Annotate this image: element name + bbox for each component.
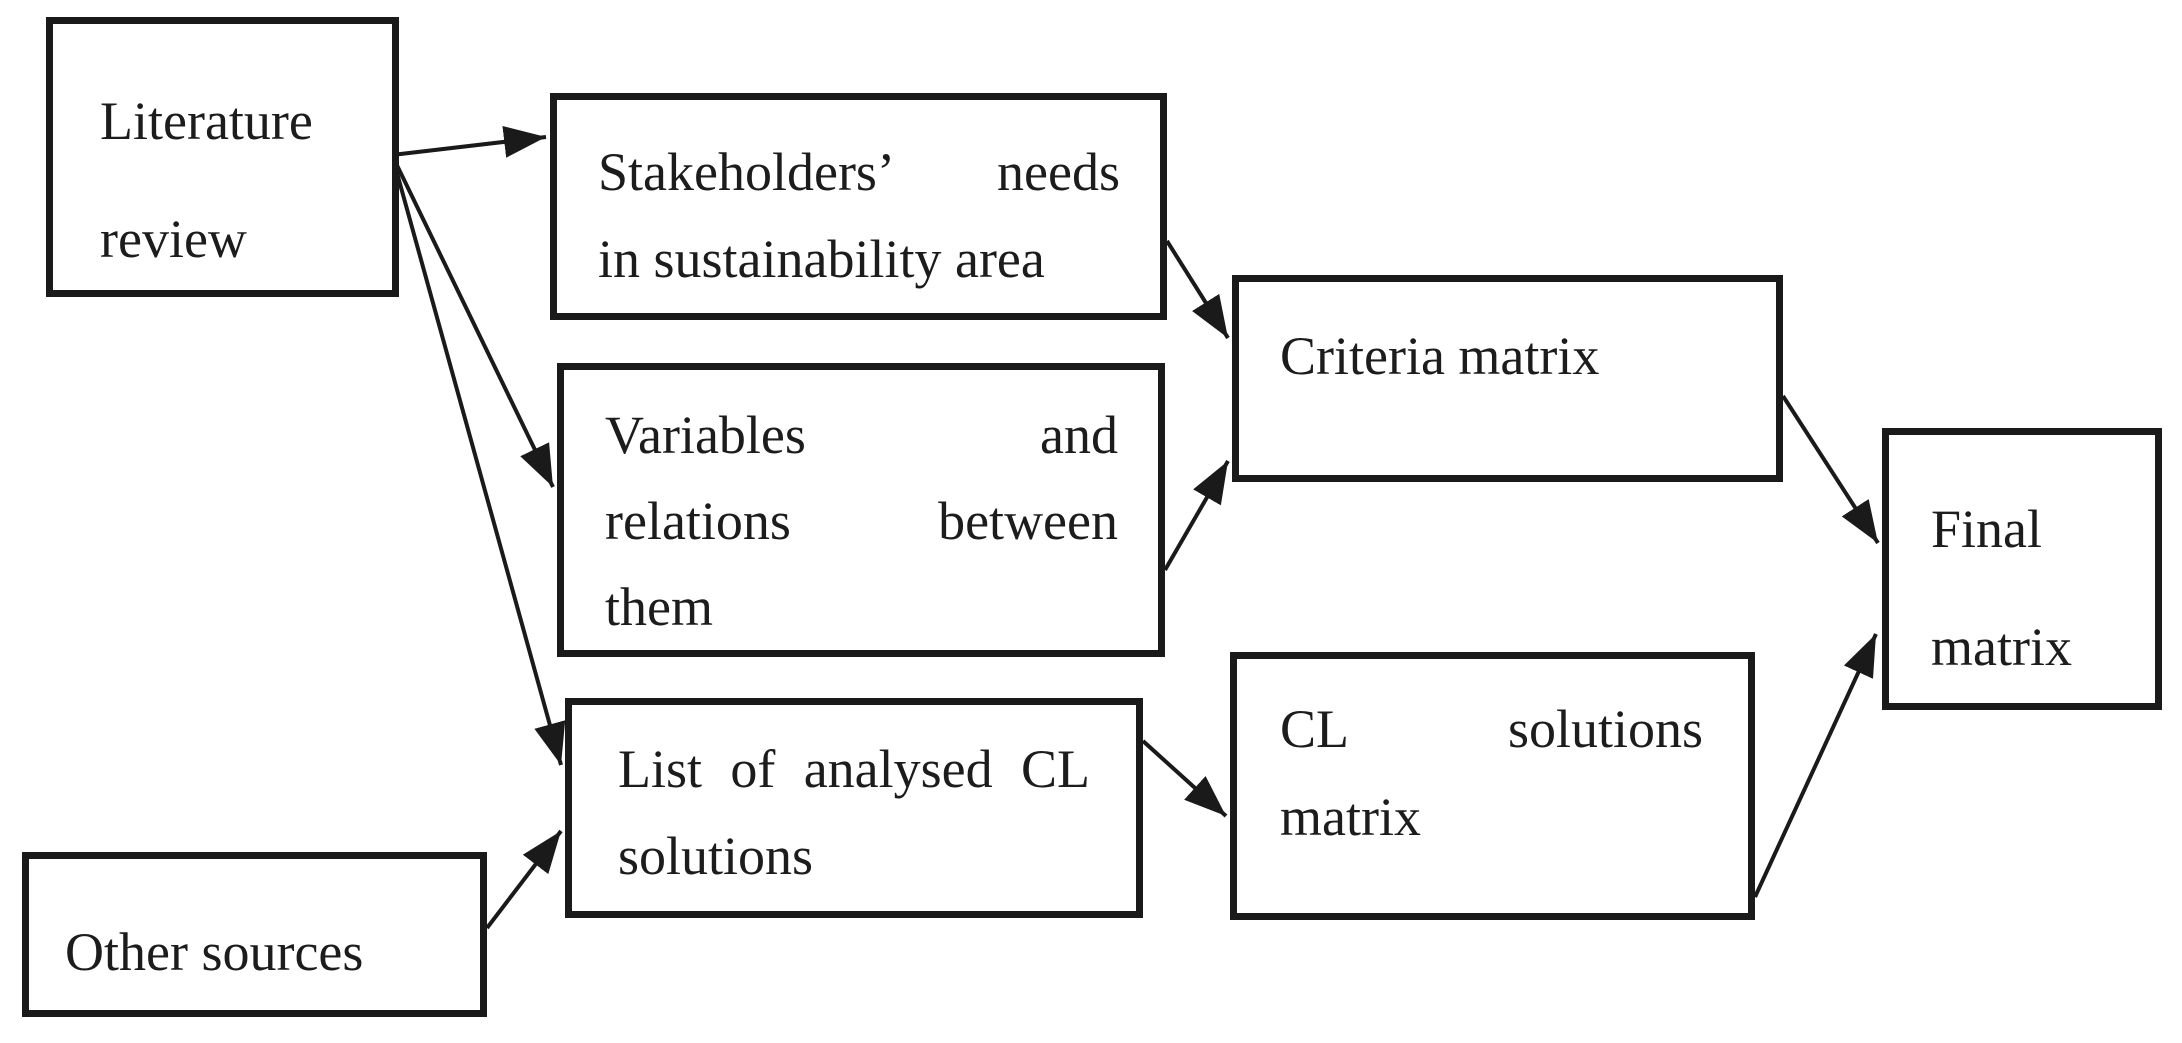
label-word: in sustainability area [598, 229, 1045, 289]
arrow-literature-to-list [390, 154, 566, 766]
node-label-line: solutions [618, 813, 1090, 900]
node-stakeholders-needs: Stakeholders’ needs in sustainability area [550, 93, 1167, 320]
arrow-list-to-cl-matrix [1141, 739, 1228, 818]
node-label-line: matrix [1280, 773, 1703, 861]
node-label-line: Criteria matrix [1280, 313, 1746, 400]
label-word: Criteria matrix [1280, 326, 1600, 386]
label-word: Final [1931, 499, 2043, 559]
node-label-line: in sustainability area [598, 216, 1120, 303]
node-criteria-matrix: Criteria matrix [1232, 275, 1783, 482]
label-word: Variables [605, 405, 806, 465]
label-word: relations [605, 491, 791, 551]
label-word: them [605, 577, 713, 637]
node-final-matrix: Final matrix [1882, 428, 2162, 710]
label-word: CL [1280, 699, 1350, 759]
node-label-line: matrix [1931, 588, 2135, 706]
label-word: solutions [1507, 699, 1703, 759]
node-label-line: Literature [100, 62, 362, 180]
label-word: Other sources [65, 922, 364, 982]
label-word: of [730, 739, 776, 799]
label-word: Stakeholders’ [598, 142, 895, 202]
label-word: matrix [1931, 617, 2072, 677]
node-cl-solutions-matrix: CL solutions matrix [1230, 652, 1755, 920]
node-label-line: them [605, 564, 1118, 650]
node-label-line: relations between [605, 478, 1118, 564]
node-label-line: CL solutions [1280, 685, 1703, 773]
node-label-line: Variables and [605, 392, 1118, 478]
node-label-line: Stakeholders’ needs [598, 129, 1120, 216]
arrow-criteria-to-final [1781, 394, 1880, 545]
node-label-line: review [100, 180, 362, 298]
node-other-sources: Other sources [22, 852, 487, 1017]
label-word: needs [997, 142, 1120, 202]
node-label-line: Final [1931, 470, 2135, 588]
label-word: between [938, 491, 1118, 551]
node-variables-relations: Variables and relations between them [557, 363, 1165, 657]
arrow-literature-to-variables [390, 154, 555, 488]
arrow-cl-matrix-to-final [1753, 633, 1878, 898]
node-label-line: Other sources [65, 909, 460, 996]
node-literature-review: Literature review [46, 17, 399, 297]
arrow-variables-to-criteria [1163, 459, 1230, 572]
label-word: analysed [803, 739, 993, 799]
label-word: matrix [1280, 787, 1421, 847]
arrow-stakeholders-to-criteria [1165, 239, 1230, 340]
arrow-other-sources-to-list [485, 829, 563, 930]
label-word: Literature [100, 91, 313, 151]
label-word: review [100, 209, 247, 269]
label-word: and [1040, 405, 1118, 465]
label-word: solutions [618, 826, 814, 886]
label-word: List [618, 739, 703, 799]
arrow-literature-to-stakeholders [391, 125, 547, 158]
label-word: CL [1020, 739, 1090, 799]
